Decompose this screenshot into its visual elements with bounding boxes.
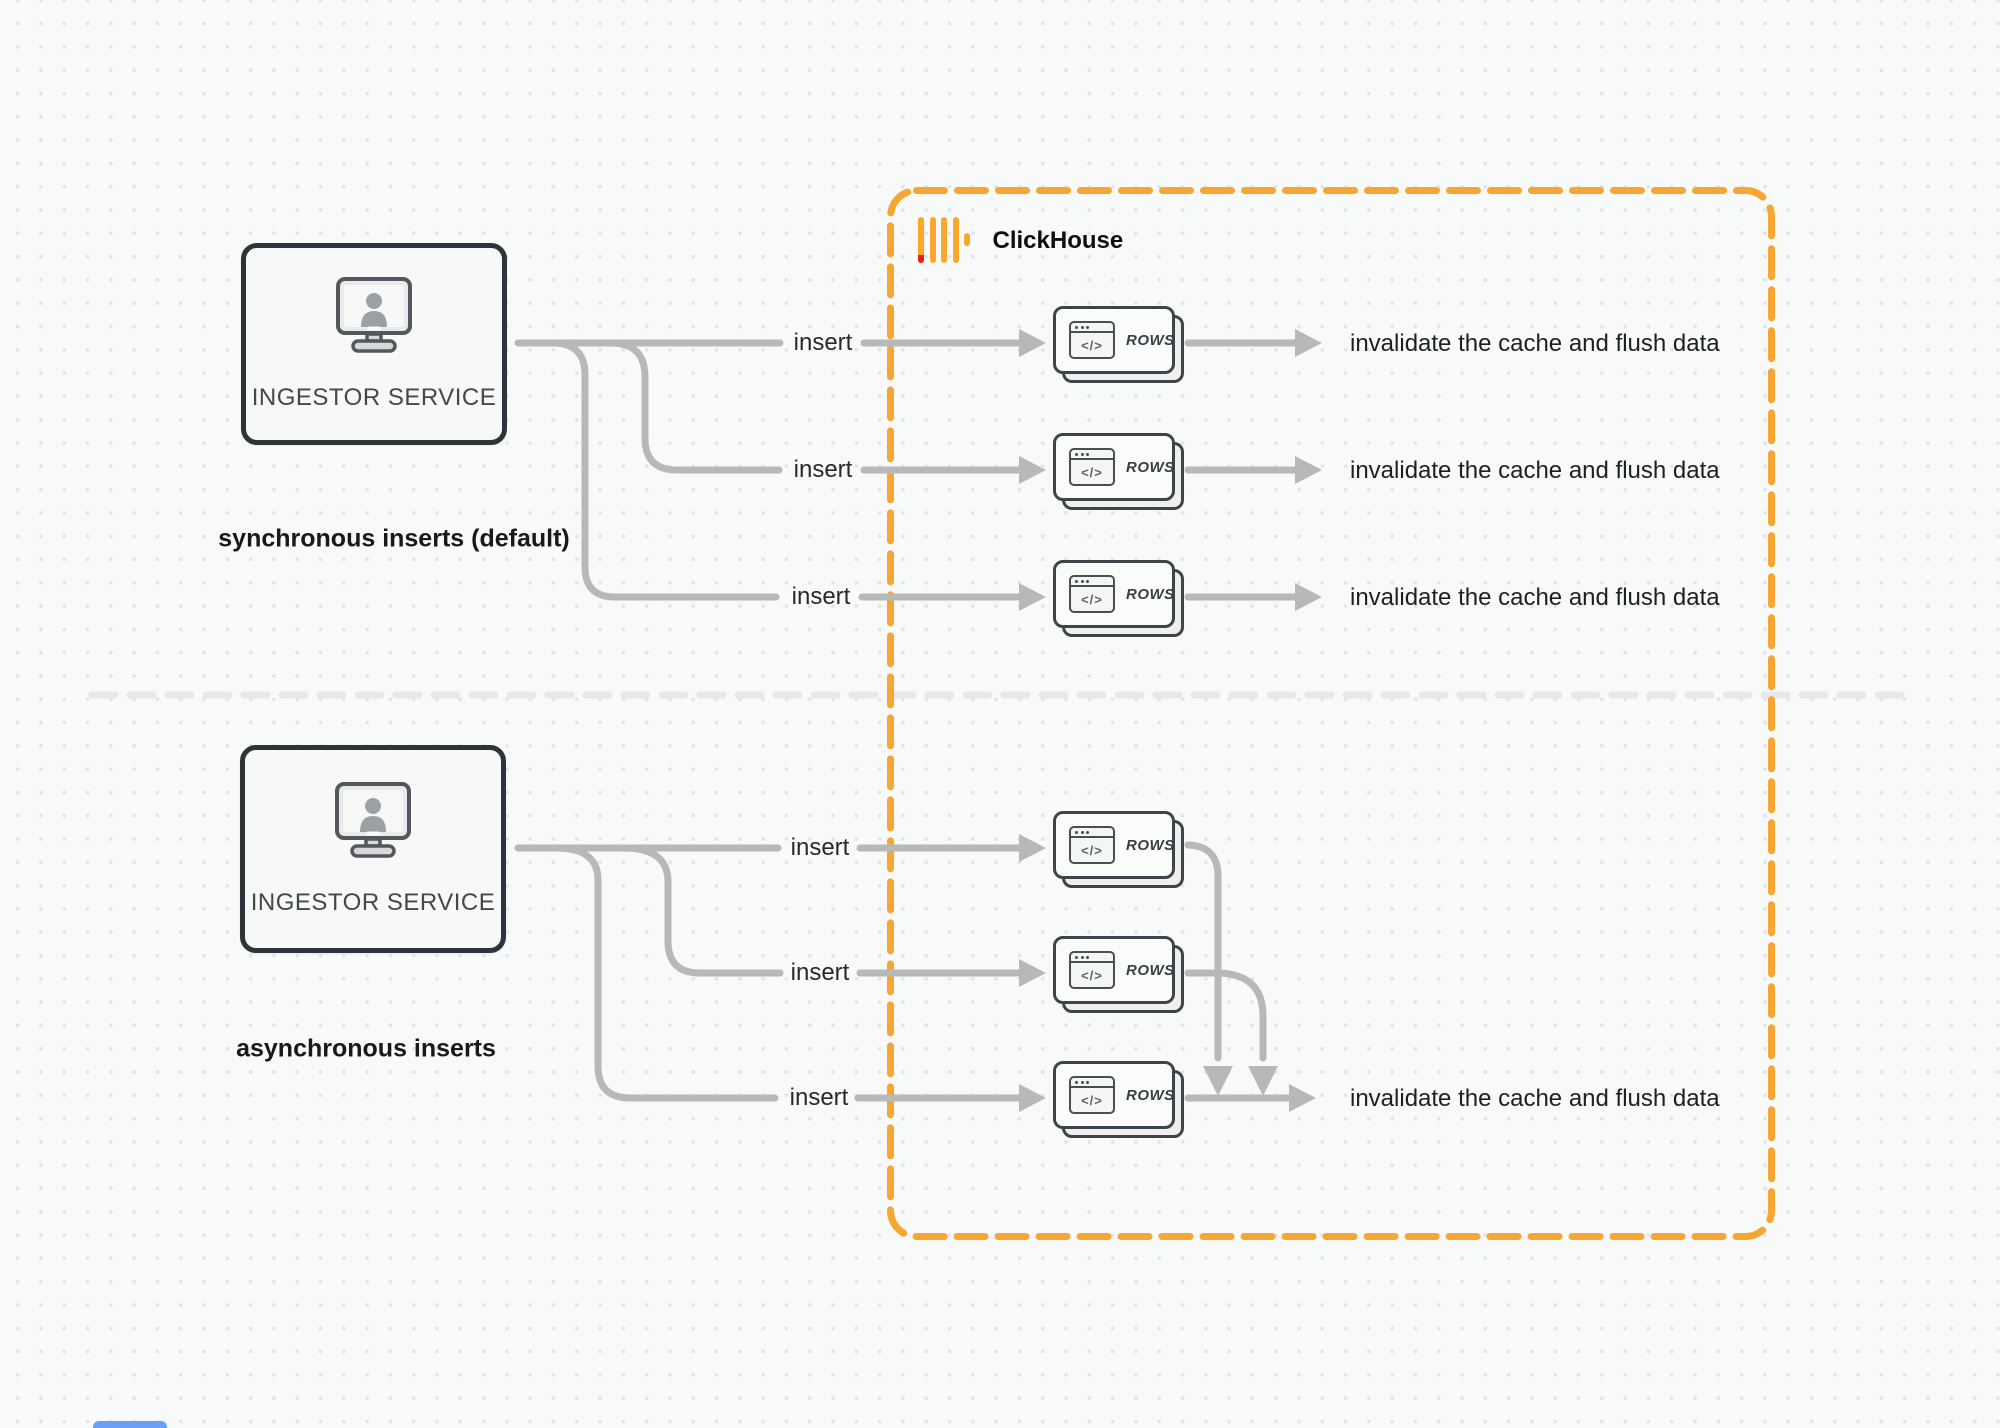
window-code-icon: </>	[1069, 448, 1115, 486]
monitor-user-icon	[336, 277, 412, 353]
rows-label: ROWS	[1126, 961, 1175, 979]
service-label-async: INGESTOR SERVICE	[250, 889, 496, 916]
insert-label-async-1: insert	[790, 834, 850, 861]
rows-label: ROWS	[1126, 458, 1175, 476]
service-label-sync: INGESTOR SERVICE	[251, 384, 497, 411]
rows-card-sync-3: </> ROWS	[1053, 560, 1184, 637]
rows-card-sync-1: </> ROWS	[1053, 306, 1184, 383]
logo-bar-short	[964, 233, 970, 246]
window-code-icon: </>	[1069, 951, 1115, 989]
insert-label-sync-1: insert	[793, 329, 853, 356]
rows-label: ROWS	[1126, 1086, 1175, 1104]
outcome-label-sync-3: invalidate the cache and flush data	[1350, 584, 1720, 611]
ingestor-box-sync: INGESTOR SERVICE	[241, 243, 507, 445]
window-code-icon: </>	[1069, 826, 1115, 864]
insert-label-sync-2: insert	[793, 456, 853, 483]
rows-label: ROWS	[1126, 836, 1175, 854]
insert-label-sync-3: insert	[791, 583, 851, 610]
window-code-icon: </>	[1069, 575, 1115, 613]
monitor-user-icon	[335, 782, 411, 858]
outcome-label-sync-2: invalidate the cache and flush data	[1350, 457, 1720, 484]
clickhouse-boundary	[887, 187, 1775, 1240]
ingestor-box-async: INGESTOR SERVICE	[240, 745, 506, 953]
rows-card-sync-2: </> ROWS	[1053, 433, 1184, 510]
scrollbar-fragment[interactable]	[93, 1421, 167, 1428]
rows-label: ROWS	[1126, 331, 1175, 349]
logo-bar-red-tip	[918, 217, 924, 263]
clickhouse-label: ClickHouse	[992, 226, 1124, 254]
window-code-icon: </>	[1069, 321, 1115, 359]
rows-label: ROWS	[1126, 585, 1175, 603]
insert-label-async-2: insert	[790, 959, 850, 986]
caption-async: asynchronous inserts	[236, 1034, 496, 1063]
outcome-label-sync-1: invalidate the cache and flush data	[1350, 330, 1720, 357]
insert-label-async-3: insert	[789, 1084, 849, 1111]
window-code-icon: </>	[1069, 1076, 1115, 1114]
rows-card-async-1: </> ROWS	[1053, 811, 1184, 888]
clickhouse-logo: ClickHouse	[918, 217, 1123, 264]
clickhouse-logo-icon	[918, 217, 976, 263]
outcome-label-async: invalidate the cache and flush data	[1350, 1085, 1720, 1112]
caption-sync: synchronous inserts (default)	[218, 524, 570, 553]
rows-card-async-3: </> ROWS	[1053, 1061, 1184, 1138]
rows-card-async-2: </> ROWS	[1053, 936, 1184, 1013]
